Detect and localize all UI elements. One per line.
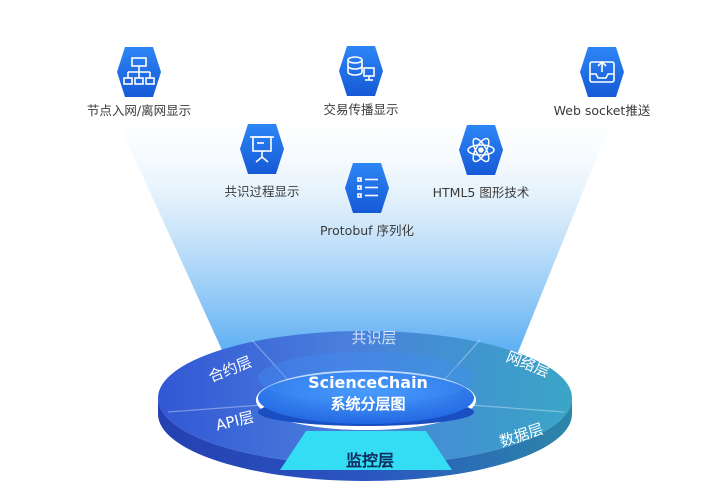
list-icon (357, 177, 378, 198)
feature-label: HTML5 图形技术 (433, 185, 530, 200)
feature-label: Web socket推送 (554, 103, 651, 118)
monitor-layer-label: 监控层 (346, 451, 394, 470)
monitor-layer-segment (280, 431, 452, 470)
feature-node-network: 节点入网/离网显示 (87, 47, 191, 118)
feature-websocket: Web socket推送 (554, 47, 651, 118)
ring-top (157, 330, 573, 466)
core-top (258, 372, 474, 424)
atom-icon (467, 137, 495, 163)
core-subtitle: 系统分层图 (330, 395, 405, 413)
database-transfer-icon (347, 56, 375, 81)
feature-label: 节点入网/离网显示 (87, 103, 191, 118)
inbox-upload-icon (589, 60, 615, 83)
consensus-layer-label: 共识层 (351, 329, 396, 347)
presentation-board-icon (250, 136, 274, 163)
feature-html5: HTML5 图形技术 (433, 125, 530, 200)
ring-dividers (167, 339, 565, 413)
feature-label: Protobuf 序列化 (320, 223, 415, 238)
feature-label: 共识过程显示 (224, 184, 299, 199)
feature-label: 交易传播显示 (323, 102, 398, 117)
feature-protobuf: Protobuf 序列化 (320, 163, 415, 238)
feature-tx-broadcast: 交易传播显示 (323, 46, 399, 117)
feature-consensus-process: 共识过程显示 (224, 124, 300, 199)
core-title: ScienceChain (308, 373, 428, 392)
ring-side (158, 398, 572, 481)
network-topology-icon (123, 57, 155, 85)
